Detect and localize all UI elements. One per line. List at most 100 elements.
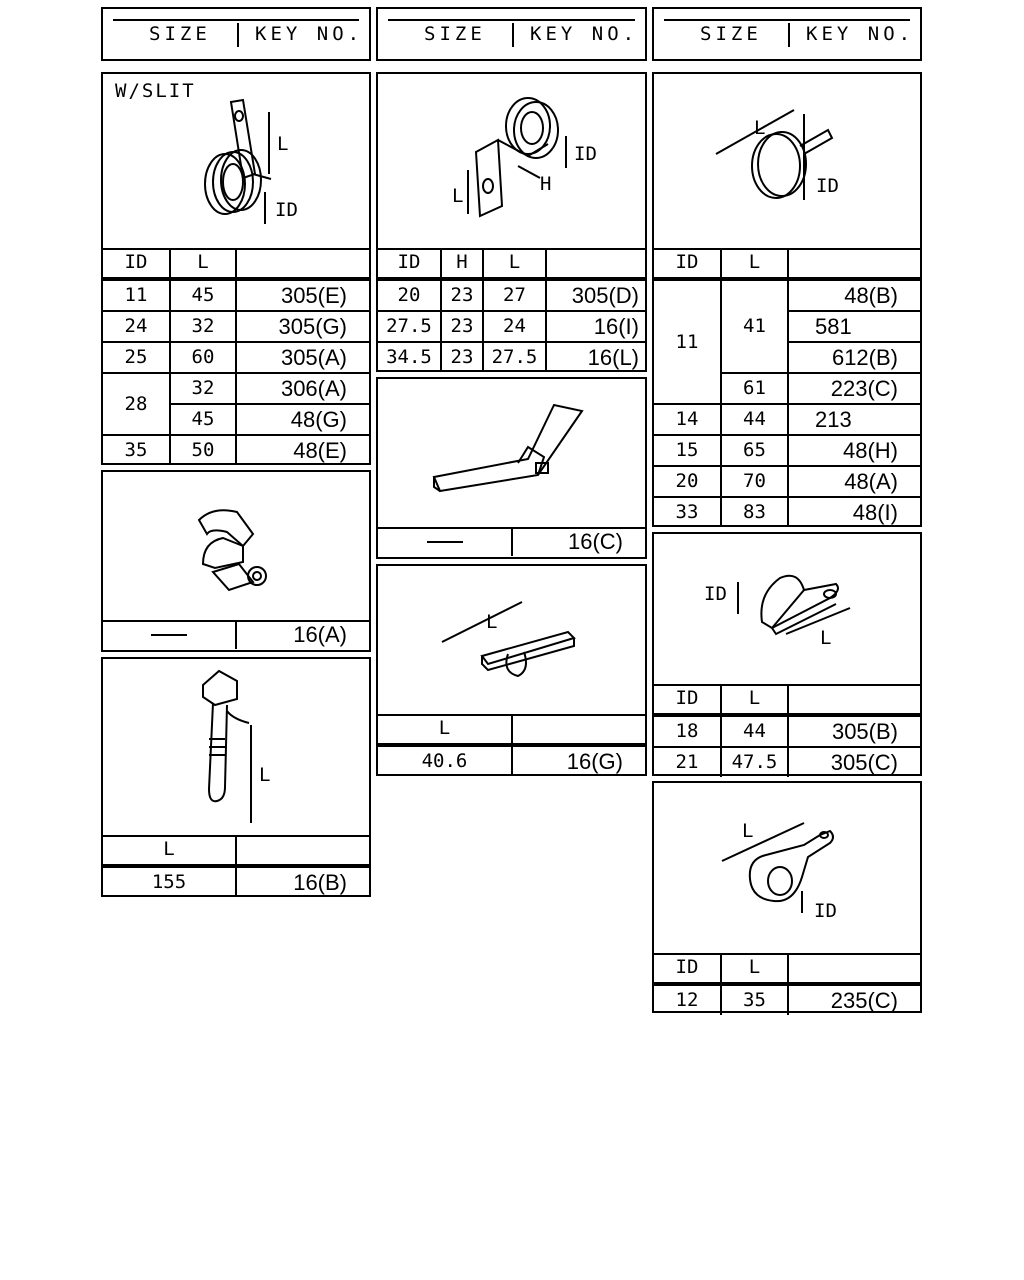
header-rule <box>664 19 910 21</box>
panel-bracket-clamp: L H ID ID H L 20 23 27 305(D) 27.5 23 24… <box>376 72 647 372</box>
table-p-clamp: ID L 12 35 235(C) <box>654 953 920 1015</box>
mount-drawing-area: L <box>103 659 369 837</box>
table-ring: ID L 11 41 48(B) 581 612(B) 61 223(C) 14… <box>654 248 920 527</box>
panel-flat-clip: L L 40.6 16(G) <box>376 564 647 776</box>
header-box-2: SIZE KEY NO. <box>376 7 647 61</box>
table-row: 45 48(G) <box>103 404 369 436</box>
dash-icon <box>426 540 463 543</box>
header-rule <box>388 19 635 21</box>
panel-band-clip: 16(C) <box>376 377 647 559</box>
col-header-id: ID <box>103 248 171 281</box>
table-row: 16(A) <box>103 620 369 649</box>
size-header: SIZE <box>424 23 486 45</box>
table-row: 12 35 235(C) <box>654 984 920 1015</box>
clip-drawing-area <box>103 472 369 622</box>
table-row: 33 83 48(I) <box>654 497 920 527</box>
dim-id-label: ID <box>574 143 597 165</box>
bracket-clamp-icon: L H ID <box>452 97 597 218</box>
col-header-id: ID <box>654 248 722 281</box>
panel-hook-clip: 16(A) <box>101 470 371 652</box>
dim-l-label: L <box>259 764 270 786</box>
hook-clip-icon <box>197 509 267 592</box>
table-band-clip: 16(C) <box>378 527 645 556</box>
table-row: 20 70 48(A) <box>654 466 920 498</box>
table-row: 20 23 27 305(D) <box>378 279 645 312</box>
table-row: 11 41 48(B) <box>654 279 920 405</box>
header-rule <box>113 19 359 21</box>
table-row: 40.6 16(G) <box>378 745 645 776</box>
dim-h-label: H <box>540 173 551 195</box>
col-header-id: ID <box>654 953 722 986</box>
clip-drawing-area: ID L <box>654 534 920 686</box>
table-row: 27.5 23 24 16(I) <box>378 311 645 343</box>
ring-clamp-icon: L ID <box>715 109 839 200</box>
dim-l-label: L <box>452 185 463 207</box>
panel-p-clamp: L ID ID L 12 35 235(C) <box>652 781 922 1015</box>
slit-clamp-icon: L ID <box>204 98 298 224</box>
dim-id-label: ID <box>814 900 837 922</box>
clamp-drawing-area: W/SLIT L ID <box>103 74 369 250</box>
table-row: 16(C) <box>378 527 645 556</box>
table-tie-mount: L 155 16(B) <box>103 835 369 897</box>
header-divider <box>788 23 790 47</box>
col-header-l: L <box>721 684 789 717</box>
wslit-label: W/SLIT <box>115 80 196 102</box>
table-row: 61 223(C) <box>654 373 920 405</box>
header-box-1: SIZE KEY NO. <box>101 7 371 61</box>
table-row: 612(B) <box>654 342 920 374</box>
table-wslit: ID L 11 45 305(E) 24 32 305(G) 25 60 305… <box>103 248 369 465</box>
dim-id-label: ID <box>816 175 839 197</box>
clamp-drawing-area: L ID <box>654 74 920 250</box>
dim-l-label: L <box>754 117 765 139</box>
dim-l-label: L <box>486 611 497 633</box>
table-row: 28 32 306(A) <box>103 373 369 436</box>
dash-icon <box>151 633 187 636</box>
panel-tie-mount: L L 155 16(B) <box>101 657 371 897</box>
table-row: 25 60 305(A) <box>103 342 369 374</box>
table-row: 18 44 305(B) <box>654 715 920 748</box>
table-row: 11 45 305(E) <box>103 279 369 312</box>
panel-wslit-clamp: W/SLIT L ID ID L 11 45 <box>101 72 371 465</box>
col-header-l: L <box>170 248 237 281</box>
clip-drawing-area: L <box>378 566 645 716</box>
dim-l-label: L <box>277 133 288 155</box>
band-clip-icon <box>432 403 584 493</box>
key-no-header: KEY NO. <box>530 23 639 45</box>
clamp-drawing-area: L ID <box>654 783 920 955</box>
table-loop-clip: ID L 18 44 305(B) 21 47.5 305(C) <box>654 684 920 777</box>
col-header-id: ID <box>654 684 722 717</box>
size-header: SIZE <box>700 23 762 45</box>
col-header-id: ID <box>378 248 442 281</box>
table-flat-clip: L 40.6 16(G) <box>378 714 645 776</box>
table-row: 581 <box>654 311 920 343</box>
flat-clip-icon: L <box>441 601 576 678</box>
header-box-3: SIZE KEY NO. <box>652 7 922 61</box>
table-hook-clip: 16(A) <box>103 620 369 649</box>
key-no-header: KEY NO. <box>806 23 915 45</box>
col-header-h: H <box>441 248 484 281</box>
table-row: 14 44 213 <box>654 404 920 436</box>
col-header-l: L <box>483 248 547 281</box>
dim-id-label: ID <box>704 583 727 605</box>
panel-loop-clip: ID L ID L 18 44 305(B) 21 47.5 305(C) <box>652 532 922 777</box>
header-divider <box>512 23 514 47</box>
size-header: SIZE <box>149 23 211 45</box>
p-clamp-icon: L ID <box>721 820 837 922</box>
clamp-drawing-area: L H ID <box>378 74 645 250</box>
col-header-l: L <box>721 953 789 986</box>
col-header-l: L <box>721 248 789 281</box>
col-header-l: L <box>103 835 237 868</box>
table-row: 15 65 48(H) <box>654 435 920 467</box>
table-row: 155 16(B) <box>103 866 369 897</box>
tie-mount-icon: L <box>202 669 270 823</box>
key-no-header: KEY NO. <box>255 23 364 45</box>
dim-l-label: L <box>820 627 831 649</box>
table-bracket: ID H L 20 23 27 305(D) 27.5 23 24 16(I) … <box>378 248 645 372</box>
table-row: 34.5 23 27.5 16(L) <box>378 342 645 372</box>
dim-l-label: L <box>742 820 753 842</box>
table-row: 24 32 305(G) <box>103 311 369 343</box>
table-row: 21 47.5 305(C) <box>654 747 920 777</box>
header-divider <box>237 23 239 47</box>
table-row: 35 50 48(E) <box>103 435 369 465</box>
clip-drawing-area <box>378 379 645 529</box>
